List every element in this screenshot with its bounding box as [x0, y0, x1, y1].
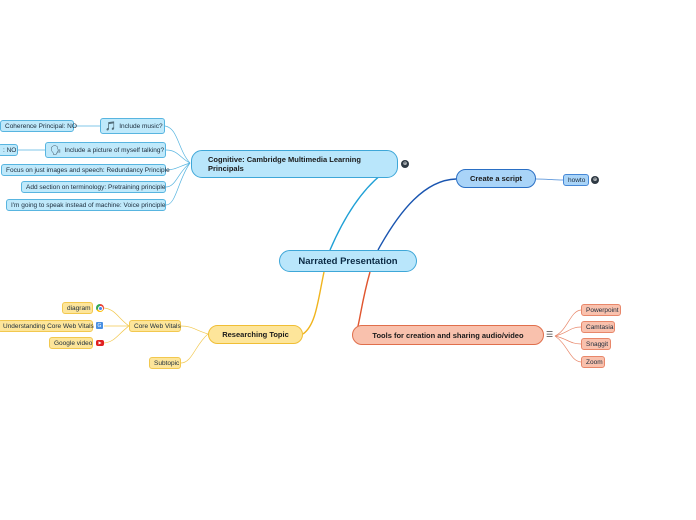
subtopic-subtopic[interactable]: Subtopic: [149, 357, 181, 369]
link-root-cognitive: [329, 173, 383, 251]
link-research-cwv: [180, 325, 209, 335]
subtopic-label: Powerpoint: [586, 306, 619, 314]
link-root-script: [377, 178, 457, 251]
subtopic-label: Core Web Vitals: [134, 322, 181, 330]
music-note-icon: 🎵: [105, 120, 117, 131]
subtopic-redundancy[interactable]: Focus on just images and speech: Redunda…: [1, 164, 170, 176]
subtopic-label: I'm going to speak instead of machine: V…: [11, 201, 166, 209]
link-root-research: [302, 271, 325, 335]
subtopic-coherence[interactable]: Coherence Principal: NO: [0, 120, 77, 132]
link-globe-icon[interactable]: ⊕: [591, 176, 599, 184]
topic-researching[interactable]: Researching Topic: [208, 325, 303, 344]
subtopic-picture-talking[interactable]: 🗣 Include a picture of myself talking?: [45, 142, 166, 158]
subtopic-label: : NO: [3, 146, 17, 154]
subtopic-label: Camtasia: [586, 323, 614, 331]
topic-tools[interactable]: Tools for creation and sharing audio/vid…: [352, 325, 544, 345]
link-root-tools: [356, 271, 371, 331]
topic-cognitive[interactable]: Cognitive: Cambridge Multimedia Learning…: [191, 150, 398, 178]
subtopic-label: Focus on just images and speech: Redunda…: [6, 166, 170, 174]
link-tools-zoom: [554, 335, 582, 363]
subtopic-powerpoint[interactable]: Powerpoint: [581, 304, 621, 316]
subtopic-label: Google video: [54, 339, 93, 347]
speaking-head-icon: 🗣: [50, 144, 62, 155]
subtopic-label: Include a picture of myself talking?: [64, 146, 165, 154]
subtopic-label: Subtopic: [154, 359, 180, 367]
link-research-subtopic: [180, 333, 209, 364]
topic-researching-label: Researching Topic: [222, 330, 289, 339]
link-cwv-google: [103, 325, 130, 344]
link-tools-powerpoint: [554, 309, 582, 337]
subtopic-core-web-vitals[interactable]: Core Web Vitals: [129, 320, 181, 332]
subtopic-howto[interactable]: howto: [563, 174, 589, 186]
topic-tools-label: Tools for creation and sharing audio/vid…: [372, 330, 524, 340]
subtopic-diagram[interactable]: diagram: [62, 302, 93, 314]
topic-create-script-label: Create a script: [469, 174, 523, 183]
subtopic-understanding-cwv[interactable]: Understanding Core Web Vitals: [0, 320, 94, 332]
subtopic-zoom[interactable]: Zoom: [581, 356, 605, 368]
link-cog-voice: [165, 162, 191, 206]
translate-icon[interactable]: G: [96, 322, 103, 329]
link-script-howto: [535, 178, 564, 181]
link-tools-camtasia: [554, 326, 582, 337]
subtopic-no[interactable]: : NO: [0, 144, 18, 156]
subtopic-voice[interactable]: I'm going to speak instead of machine: V…: [6, 199, 166, 211]
link-tools-snaggit: [554, 335, 582, 345]
link-cog-redundancy: [165, 162, 191, 171]
subtopic-pretraining[interactable]: Add section on terminology: Pretraining …: [21, 181, 166, 193]
subtopic-label: howto: [568, 176, 586, 184]
link-cog-picture: [165, 149, 191, 164]
subtopic-label: Include music?: [119, 122, 163, 130]
chrome-icon[interactable]: [96, 304, 104, 312]
subtopic-label: Add section on terminology: Pretraining …: [26, 183, 166, 191]
subtopic-label: Coherence Principal: NO: [5, 122, 77, 130]
root-topic[interactable]: Narrated Presentation: [279, 250, 417, 272]
topic-cognitive-label: Cognitive: Cambridge Multimedia Learning…: [208, 155, 361, 173]
subtopic-label: diagram: [67, 304, 91, 312]
subtopic-label: Zoom: [586, 358, 603, 366]
link-cog-pretraining: [165, 162, 191, 188]
link-globe-icon[interactable]: ⊕: [401, 160, 409, 168]
subtopic-include-music[interactable]: 🎵 Include music?: [100, 118, 165, 134]
subtopic-camtasia[interactable]: Camtasia: [581, 321, 615, 333]
subtopic-google-video[interactable]: Google video: [49, 337, 93, 349]
link-cwv-diagram: [103, 307, 130, 327]
subtopic-label: Snaggit: [586, 340, 609, 348]
link-cog-music: [164, 125, 191, 164]
topic-create-script[interactable]: Create a script: [456, 169, 536, 188]
subtopic-snaggit[interactable]: Snaggit: [581, 338, 611, 350]
youtube-icon[interactable]: ▶: [96, 340, 104, 346]
note-lines-icon[interactable]: ☰: [546, 330, 554, 339]
subtopic-label: Understanding Core Web Vitals: [3, 322, 94, 330]
